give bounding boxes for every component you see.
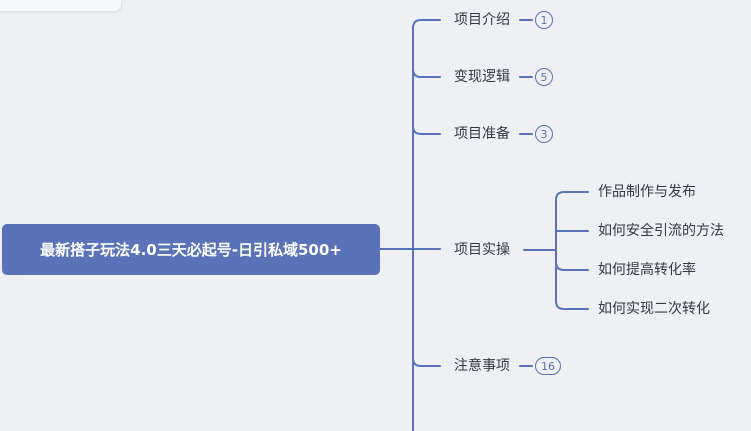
connector-branch-5 <box>412 357 441 367</box>
connector-branch-3 <box>412 125 441 135</box>
connector-sub-3 <box>555 261 589 271</box>
collapsed-count-badge-1[interactable]: 1 <box>535 11 553 29</box>
connector-sub-spine <box>555 191 589 310</box>
subtopic-3[interactable]: 如何提高转化率 <box>598 262 696 278</box>
collapsed-count-badge-3[interactable]: 3 <box>535 125 553 143</box>
branch-topic-3[interactable]: 项目准备 <box>454 126 510 142</box>
connector-branch-2 <box>412 68 441 78</box>
branch-topic-5[interactable]: 注意事项 <box>454 358 510 374</box>
subtopic-1[interactable]: 作品制作与发布 <box>598 184 696 200</box>
subtopic-4[interactable]: 如何实现二次转化 <box>598 301 710 317</box>
root-topic[interactable]: 最新搭子玩法4.0三天必起号-日引私域500+ <box>2 224 380 275</box>
subtopic-2[interactable]: 如何安全引流的方法 <box>598 223 724 239</box>
branch-topic-2[interactable]: 变现逻辑 <box>454 69 510 85</box>
toolbar-panel-corner <box>0 0 122 12</box>
connector-spine <box>412 19 441 431</box>
branch-topic-4[interactable]: 项目实操 <box>454 242 510 258</box>
collapsed-count-badge-2[interactable]: 5 <box>535 68 553 86</box>
branch-topic-1[interactable]: 项目介绍 <box>454 12 510 28</box>
collapsed-count-badge-5[interactable]: 16 <box>535 357 561 375</box>
